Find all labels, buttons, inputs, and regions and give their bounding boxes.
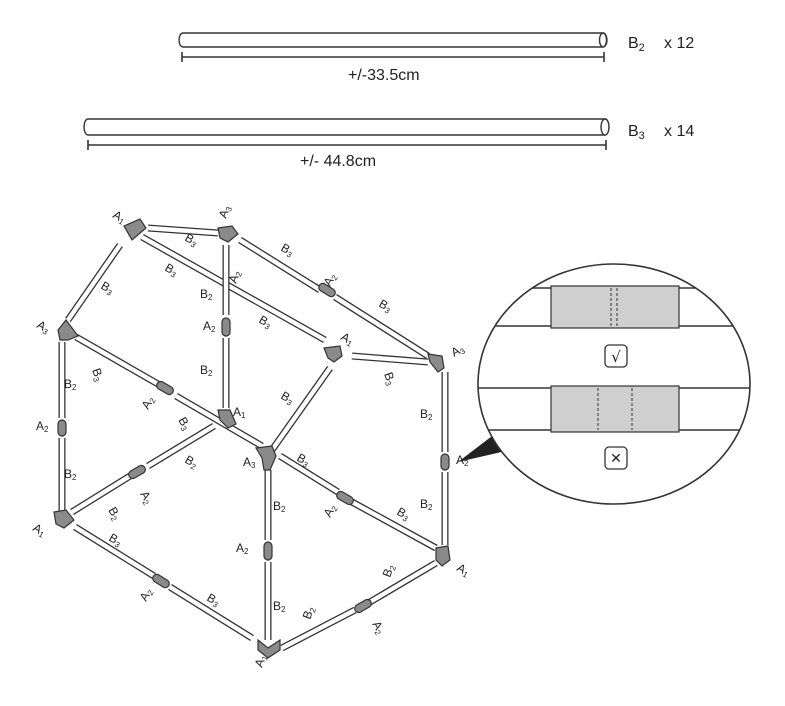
connector-a3-right xyxy=(427,353,445,373)
connector-a3-left xyxy=(57,319,79,341)
label-a3: A3 xyxy=(243,455,256,470)
correct-mark: √ xyxy=(611,348,621,366)
part-b2-row: +/-33.5cm B2 x 12 xyxy=(178,32,694,84)
label-a1: A1 xyxy=(233,405,246,420)
connector-a1-mid xyxy=(323,345,343,363)
label-b2: B2 xyxy=(64,467,77,482)
label-b3: B3 xyxy=(278,240,297,259)
label-a1: A1 xyxy=(30,520,49,539)
label-b2: B2 xyxy=(380,562,399,579)
label-a2: A2 xyxy=(456,453,469,468)
label-b2: B2 xyxy=(200,363,213,378)
joiner-a2 xyxy=(354,598,372,614)
label-a2: A2 xyxy=(320,501,339,520)
frame-connectors xyxy=(53,218,451,659)
label-b3: B3 xyxy=(88,366,107,383)
label-b2: B2 xyxy=(105,505,124,524)
label-b2: B2 xyxy=(273,599,286,614)
joiner-a2 xyxy=(128,464,146,480)
incorrect-mark-box xyxy=(604,446,628,470)
label-b3: B3 xyxy=(162,260,181,279)
connector-a3-front xyxy=(255,445,277,471)
joiner-a2 xyxy=(440,453,450,471)
correct-mark-box xyxy=(604,344,628,368)
label-b3: B3 xyxy=(256,312,275,331)
label-a3: A3 xyxy=(216,203,235,220)
b3-quantity: x 14 xyxy=(664,123,694,140)
joiner-a2 xyxy=(152,573,170,589)
joiner-a2 xyxy=(221,317,231,337)
incorrect-joiner xyxy=(550,385,680,433)
correct-joiner xyxy=(550,285,680,329)
label-a2: A2 xyxy=(137,489,156,508)
joiner-a2 xyxy=(156,380,174,396)
label-a1: A1 xyxy=(454,560,473,579)
connector-a1-right-bottom xyxy=(435,545,451,567)
incorrect-mark: ✕ xyxy=(610,451,622,467)
label-b3: B3 xyxy=(175,415,194,434)
b2-part-code: B2 xyxy=(628,35,645,54)
callout-lens xyxy=(477,263,751,505)
label-b2: B2 xyxy=(273,499,286,514)
b2-tube-illustration xyxy=(178,32,608,48)
label-a2: A2 xyxy=(369,619,388,638)
b2-quantity: x 12 xyxy=(664,35,694,52)
label-a2: A2 xyxy=(203,319,216,334)
b3-part-code: B3 xyxy=(628,123,645,142)
b2-length-label: +/-33.5cm xyxy=(348,67,420,84)
label-a1: A1 xyxy=(110,207,129,226)
label-a2: A2 xyxy=(236,541,249,556)
label-a3: A3 xyxy=(449,341,468,360)
label-b2: B2 xyxy=(64,377,77,392)
part-b3-row: +/- 44.8cm B3 x 14 xyxy=(83,118,694,170)
frame-poles xyxy=(58,224,449,652)
connector-a1-front-bottom xyxy=(257,638,281,659)
b3-length-label: +/- 44.8cm xyxy=(300,153,376,170)
label-b2: B2 xyxy=(182,452,201,471)
label-b3: B3 xyxy=(394,504,413,523)
label-a3: A3 xyxy=(34,317,53,336)
label-a1: A1 xyxy=(252,652,271,669)
joiner-a2 xyxy=(318,282,336,298)
connector-a1-left-bottom xyxy=(53,509,75,529)
connector-a1-back-bottom xyxy=(217,409,237,429)
label-b3: B3 xyxy=(98,278,117,297)
label-b2: B2 xyxy=(420,497,433,512)
label-a2: A2 xyxy=(136,585,155,604)
label-b3: B3 xyxy=(376,296,395,315)
connector-a3-top xyxy=(217,225,239,243)
joiner-detail-callout: √ ✕ xyxy=(458,263,751,505)
label-b2: B2 xyxy=(420,407,433,422)
joiner-a2 xyxy=(336,490,354,506)
b3-tube-illustration xyxy=(83,118,610,136)
connector-a1-top-left xyxy=(123,218,147,241)
label-b2: B2 xyxy=(200,287,213,302)
label-a2: A2 xyxy=(226,268,245,285)
joiner-a2 xyxy=(57,419,67,437)
label-b3: B3 xyxy=(278,388,297,407)
joiner-a2 xyxy=(263,541,273,561)
label-a2: A2 xyxy=(138,393,157,412)
label-a1: A1 xyxy=(338,329,357,348)
label-b3: B3 xyxy=(380,370,399,387)
label-a2: A2 xyxy=(36,419,49,434)
label-b2: B2 xyxy=(300,604,319,621)
